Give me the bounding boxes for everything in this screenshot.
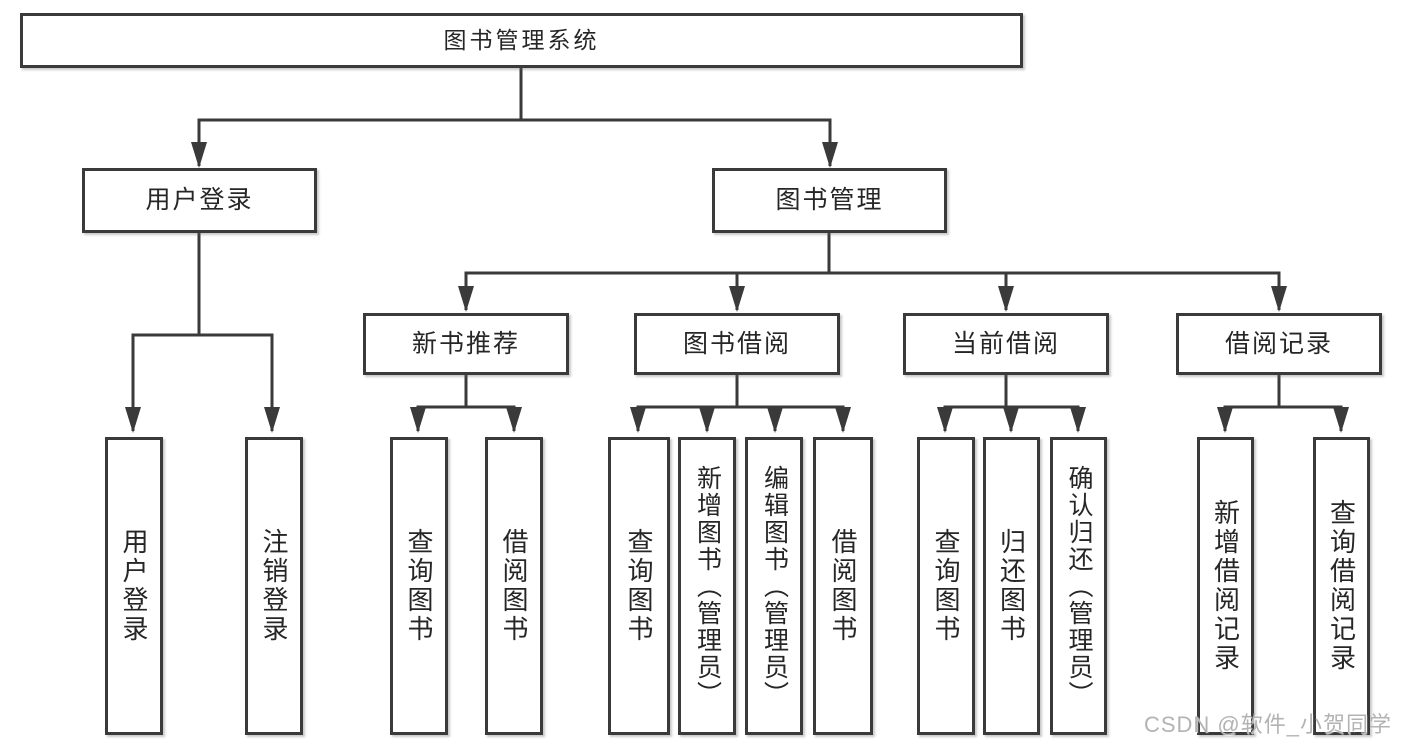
branch-level3 — [458, 271, 1287, 312]
node-new-book-recommend: 新书推荐 — [363, 313, 569, 375]
leaf-add-borrow-record: 新增借阅记录 — [1197, 437, 1254, 735]
watermark: CSDN @软件_小贺同学 — [1143, 712, 1392, 737]
branch-new-book — [410, 405, 522, 433]
leaf-confirm-return-admin: 确认归还（管理员） — [1050, 437, 1107, 735]
node-borrowing-records: 借阅记录 — [1176, 313, 1382, 375]
leaf-query-books-borrowing: 查询图书 — [608, 437, 670, 735]
branch-records — [1217, 405, 1349, 433]
leaf-query-books-recommend: 查询图书 — [390, 437, 448, 735]
leaf-query-borrow-record: 查询借阅记录 — [1313, 437, 1370, 735]
node-root: 图书管理系统 — [20, 13, 1023, 68]
leaf-borrow-books: 借阅图书 — [813, 437, 873, 735]
leaf-query-books-current: 查询图书 — [917, 437, 975, 735]
leaf-edit-book-admin: 编辑图书（管理员） — [745, 437, 803, 735]
leaf-logout: 注销登录 — [245, 437, 303, 735]
branch-borrowing — [630, 405, 851, 433]
branch-level2 — [191, 118, 838, 168]
branch-user-login — [125, 333, 280, 433]
leaf-return-book: 归还图书 — [983, 437, 1040, 735]
node-current-borrowing: 当前借阅 — [903, 313, 1109, 375]
node-user-login: 用户登录 — [82, 168, 317, 233]
leaf-user-login: 用户登录 — [105, 437, 163, 735]
leaf-add-book-admin: 新增图书（管理员） — [678, 437, 736, 735]
connector-group — [125, 66, 1349, 433]
leaf-borrow-books-recommend: 借阅图书 — [485, 437, 543, 735]
node-book-borrowing: 图书借阅 — [634, 313, 840, 375]
node-book-management: 图书管理 — [712, 168, 947, 233]
